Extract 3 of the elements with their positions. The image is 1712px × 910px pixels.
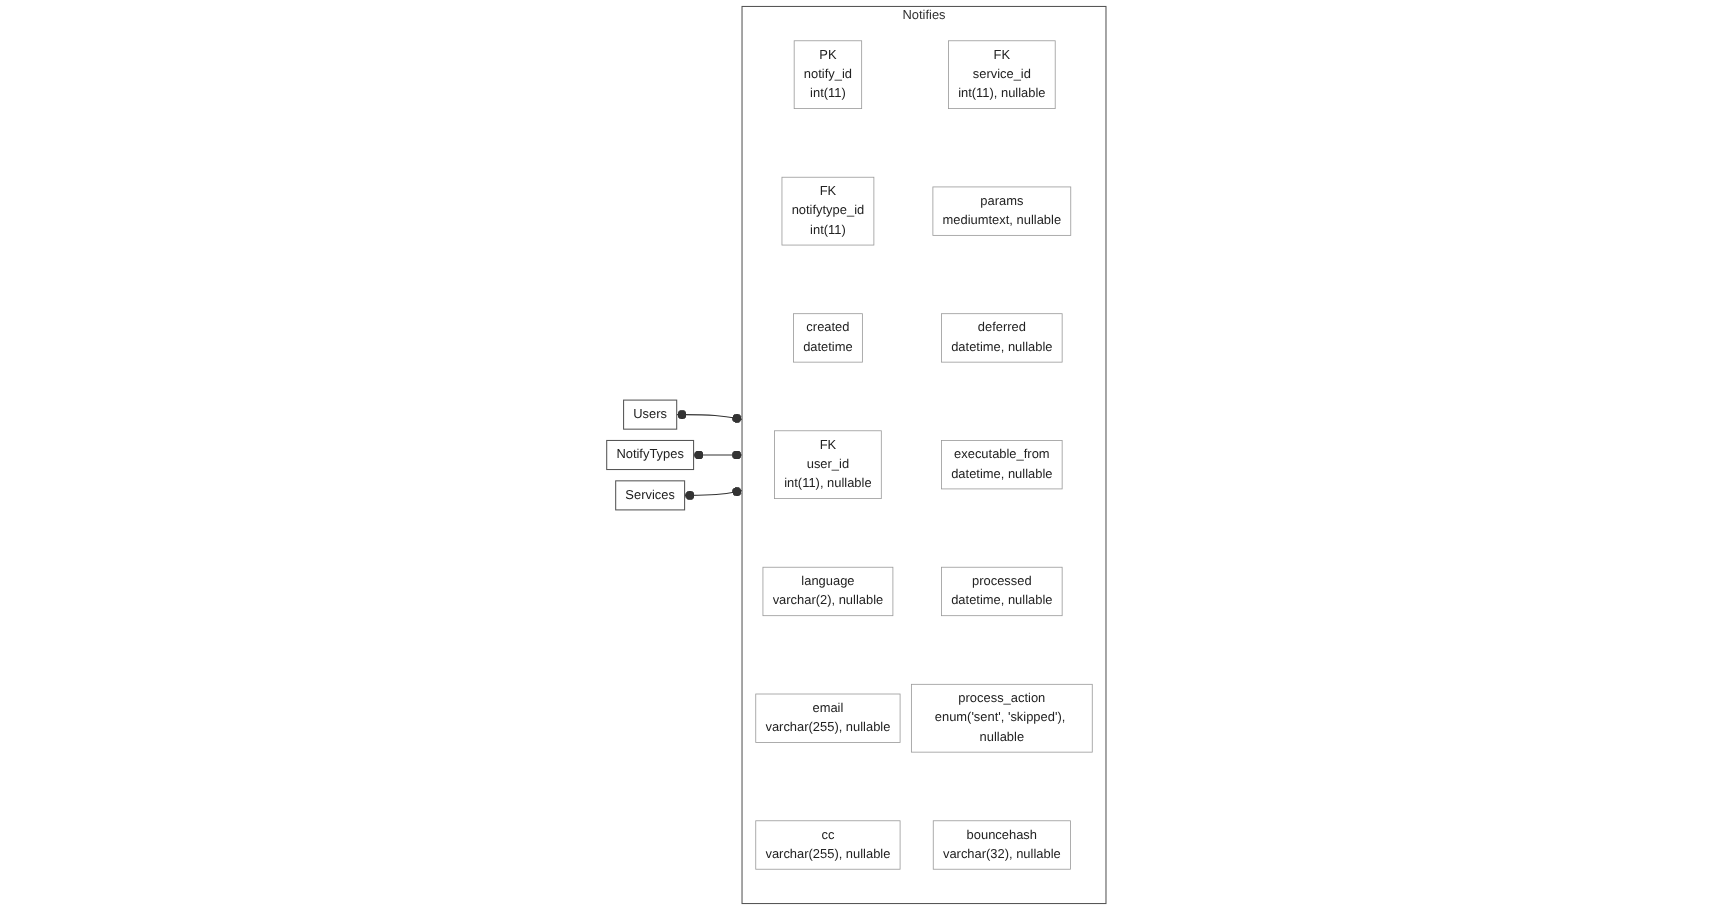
connector [675,409,743,424]
connector [692,450,743,460]
connector [683,486,743,501]
